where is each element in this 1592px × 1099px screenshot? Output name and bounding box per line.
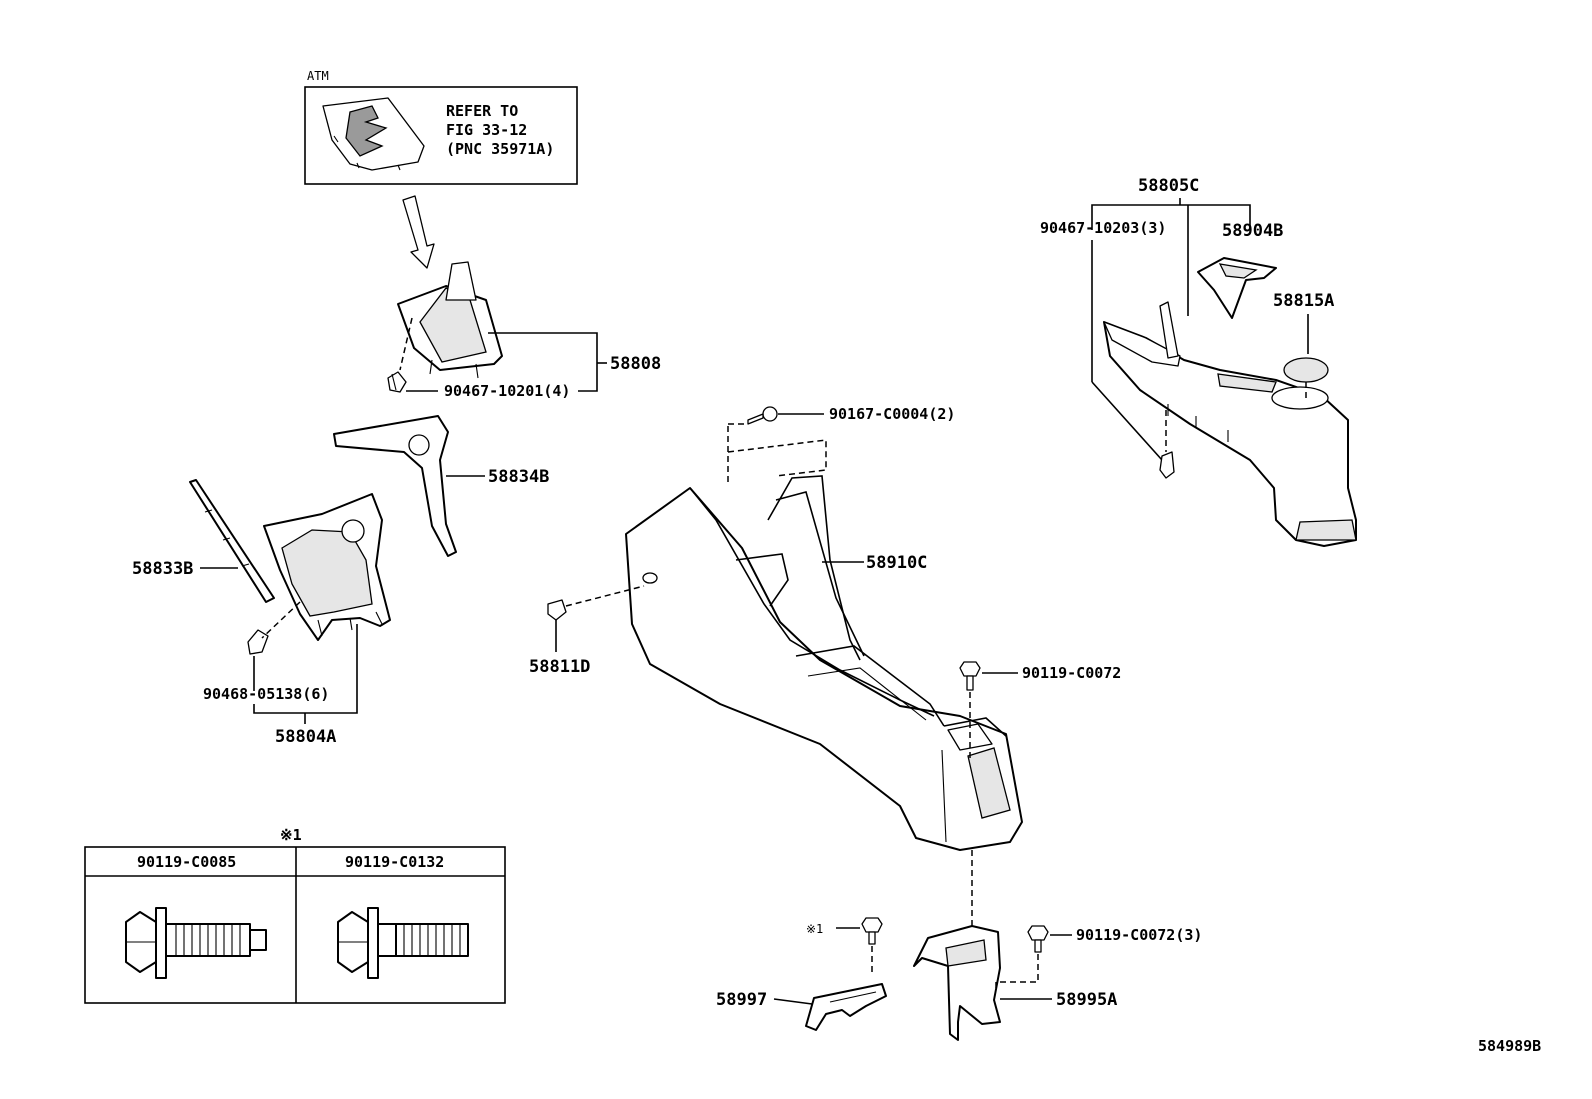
- table-col2-header: 90119-C0132: [345, 853, 444, 871]
- dash-bolt-bracket: [995, 954, 1039, 992]
- label-58995A: 58995A: [1056, 990, 1117, 1010]
- bracket-58805C: [1091, 204, 1251, 230]
- shift-boot-58808: [397, 261, 503, 379]
- dash-panel-clip: [261, 601, 301, 639]
- atm-note-line1: REFER TO: [446, 102, 518, 120]
- label-58815A: 58815A: [1273, 291, 1334, 311]
- table-ref-mark: ※1: [280, 826, 302, 844]
- label-58833B: 58833B: [132, 559, 193, 579]
- dash-90167-bracket: [727, 439, 827, 482]
- tray-58904B: [1197, 257, 1277, 319]
- trim-58834B: [333, 415, 457, 557]
- label-90167-C0004: 90167-C0004(2): [829, 405, 955, 423]
- label-58804A: 58804A: [275, 727, 336, 747]
- bolt-reference-table: ※1 90119-C0085 90119-C0132: [84, 826, 506, 1004]
- atm-reference-box: ATM REFER TO FIG 33-12 (PNC 35971A): [304, 69, 578, 185]
- atm-box-frame: [304, 86, 578, 185]
- pin-58811D: [547, 599, 567, 621]
- label-90119-C0072-3: 90119-C0072(3): [1076, 926, 1202, 944]
- leader-58808: [488, 332, 598, 392]
- rear-console-58805C: [1103, 301, 1357, 547]
- label-90468-05138: 90468-05138(6): [203, 685, 329, 703]
- label-ref-mark: ※1: [806, 922, 823, 936]
- label-58997: 58997: [716, 990, 767, 1010]
- label-58808: 58808: [610, 354, 661, 374]
- clip-90467-10201: [387, 371, 407, 393]
- mat-58815A: [1283, 357, 1329, 383]
- bolt-90119-C0072-3: [1027, 925, 1049, 953]
- shift-panel-illustration: [322, 97, 425, 171]
- dash-58811D: [565, 585, 645, 607]
- label-58904B: 58904B: [1222, 221, 1283, 241]
- label-58805C: 58805C: [1138, 176, 1199, 196]
- console-panel-58804A: [263, 493, 391, 641]
- figure-code: 584989B: [1478, 1037, 1541, 1055]
- bolt-90119-C0132-drawing: [337, 907, 469, 979]
- bolt-ref-1: [861, 917, 883, 945]
- atm-note-line2: FIG 33-12: [446, 121, 527, 139]
- strip-58833B: [189, 479, 275, 603]
- clip-90468-05138: [247, 629, 269, 655]
- table-col1-header: 90119-C0085: [137, 853, 236, 871]
- atm-note-line3: (PNC 35971A): [446, 140, 554, 158]
- atm-arrow: [402, 195, 435, 269]
- label-58811D: 58811D: [529, 657, 590, 677]
- screw-90167-C0004: [747, 406, 778, 425]
- leader-58997: [773, 998, 813, 1005]
- clip-90467-10203: [1159, 451, 1175, 479]
- label-58910C: 58910C: [866, 553, 927, 573]
- bolt-90119-C0072: [959, 661, 981, 691]
- label-90467-10201: 90467-10201(4): [444, 382, 570, 400]
- label-90467-10203: 90467-10203(3): [1040, 219, 1166, 237]
- atm-tag: ATM: [307, 69, 329, 83]
- bracket-58995A: [913, 925, 1001, 1041]
- label-90119-C0072: 90119-C0072: [1022, 664, 1121, 682]
- bolt-90119-C0085-drawing: [125, 907, 267, 979]
- label-58834B: 58834B: [488, 467, 549, 487]
- bracket-58997: [805, 983, 887, 1031]
- dash-boot-clip: [399, 317, 413, 371]
